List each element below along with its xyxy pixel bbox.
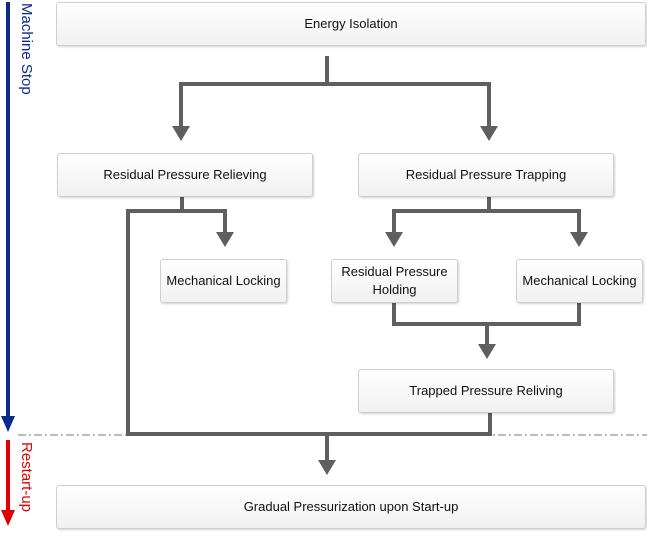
arrowhead: [480, 126, 498, 141]
connector-holding-locking-merge: [392, 303, 581, 326]
connector-isolation-split: [179, 82, 491, 128]
connector-arrowheads: [172, 126, 588, 475]
residual-pressure-relieving-label: Residual Pressure Relieving: [103, 167, 267, 183]
machine-stop-label: Machine Stop: [18, 3, 35, 95]
trapped-pressure-reliving-label: Trapped Pressure Reliving: [409, 383, 563, 399]
arrowhead: [172, 126, 190, 141]
gradual-pressurization-box: Gradual Pressurization upon Start-up: [56, 485, 646, 529]
gradual-pressurization-label: Gradual Pressurization upon Start-up: [243, 499, 459, 515]
arrowhead: [318, 460, 336, 475]
residual-pressure-holding-box: Residual Pressure Holding: [331, 259, 458, 303]
connector-relieving-bypass: [126, 209, 327, 436]
residual-pressure-trapping-label: Residual Pressure Trapping: [405, 167, 567, 183]
arrowhead: [570, 232, 588, 247]
arrowhead: [216, 232, 234, 247]
mechanical-locking-right-box: Mechanical Locking: [516, 259, 643, 303]
restart-up-arrow: [1, 440, 15, 526]
trapped-pressure-reliving-box: Trapped Pressure Reliving: [358, 369, 614, 413]
energy-isolation-label: Energy Isolation: [304, 16, 398, 32]
connector-trapping-split: [392, 209, 581, 234]
residual-pressure-trapping-box: Residual Pressure Trapping: [358, 153, 614, 197]
machine-stop-arrow: [1, 2, 15, 432]
connector-reliving-join: [327, 413, 492, 436]
energy-isolation-box: Energy Isolation: [56, 2, 646, 46]
restart-up-label: Restart-up: [18, 442, 35, 513]
residual-pressure-relieving-box: Residual Pressure Relieving: [57, 153, 313, 197]
connector-relieving-locking: [180, 197, 227, 234]
mechanical-locking-left-label: Mechanical Locking: [166, 273, 281, 289]
arrowhead: [385, 232, 403, 247]
mechanical-locking-right-label: Mechanical Locking: [522, 273, 637, 289]
arrowhead: [478, 344, 496, 359]
mechanical-locking-left-box: Mechanical Locking: [160, 259, 287, 303]
residual-pressure-holding-label: Residual Pressure Holding: [341, 264, 448, 297]
